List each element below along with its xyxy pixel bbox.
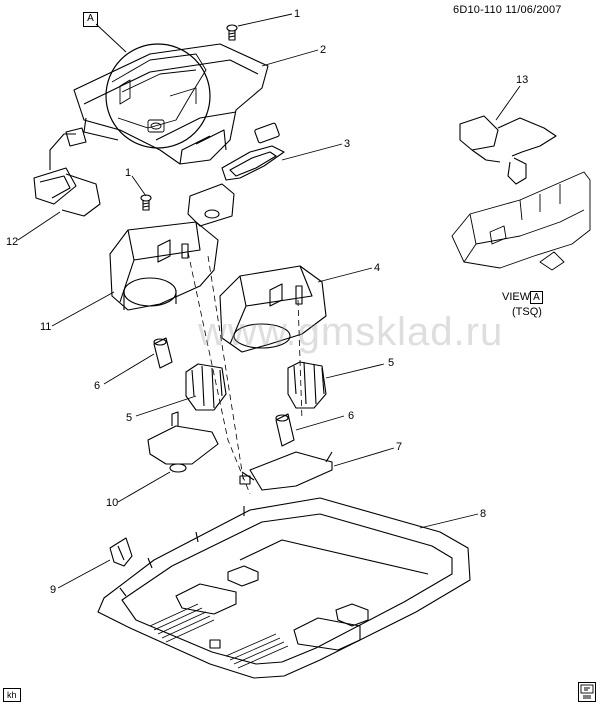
detail-magnifier-content (111, 53, 207, 133)
harness-13 (459, 115, 557, 185)
watermark: www.gmsklad.ru (198, 310, 504, 354)
callout-8: 8 (480, 508, 487, 520)
callout-2: 2 (320, 44, 327, 56)
socket-5-right (287, 361, 327, 409)
author-tag: kh (3, 688, 21, 702)
document-id: 6D10-110 (453, 4, 503, 16)
lens-7 (239, 451, 333, 491)
bracket-2 (73, 43, 269, 165)
leader-lines (17, 13, 521, 589)
detail-magnifier (105, 43, 211, 149)
document-date: 11/06/2007 (505, 4, 562, 16)
view-a-structure (451, 171, 591, 271)
callout-4: 4 (374, 262, 381, 274)
view-word: VIEW (502, 291, 531, 303)
gasket-3 (187, 122, 285, 227)
view-projection: (TSQ) (512, 306, 542, 318)
callout-1-top: 1 (294, 8, 301, 20)
callout-5-right: 5 (388, 357, 395, 369)
component-catalog-icon (578, 682, 596, 702)
callout-12: 12 (6, 236, 19, 248)
alignment-lines (187, 251, 303, 495)
housing-4 (219, 265, 327, 353)
callout-11: 11 (40, 321, 52, 333)
lens-10 (147, 411, 219, 473)
socket-5-left (185, 363, 227, 411)
callout-6-right: 6 (348, 410, 355, 422)
bulb-6-left (153, 337, 173, 369)
detail-tag-letter: A (87, 13, 94, 24)
view-letter-box: A (530, 291, 543, 304)
detail-tag-a: A (83, 12, 98, 27)
callout-10: 10 (106, 497, 119, 509)
screw-1-mid (140, 194, 152, 211)
vent-right (225, 633, 289, 669)
clip-9 (109, 537, 133, 567)
callout-9: 9 (50, 584, 57, 596)
callout-1-mid: 1 (125, 167, 132, 179)
callout-13: 13 (516, 74, 529, 86)
callout-6-left: 6 (94, 380, 101, 392)
console-8 (97, 497, 471, 679)
callout-3: 3 (344, 138, 351, 150)
bulb-6-right (275, 413, 295, 447)
callout-5-left: 5 (126, 412, 133, 424)
screw-1-top (226, 24, 238, 41)
vent-left (149, 603, 215, 643)
housing-11 (109, 221, 219, 311)
harness-12 (33, 127, 101, 217)
document-id-header: 6D10-110 11/06/2007 (453, 4, 562, 16)
callout-7: 7 (396, 441, 403, 453)
